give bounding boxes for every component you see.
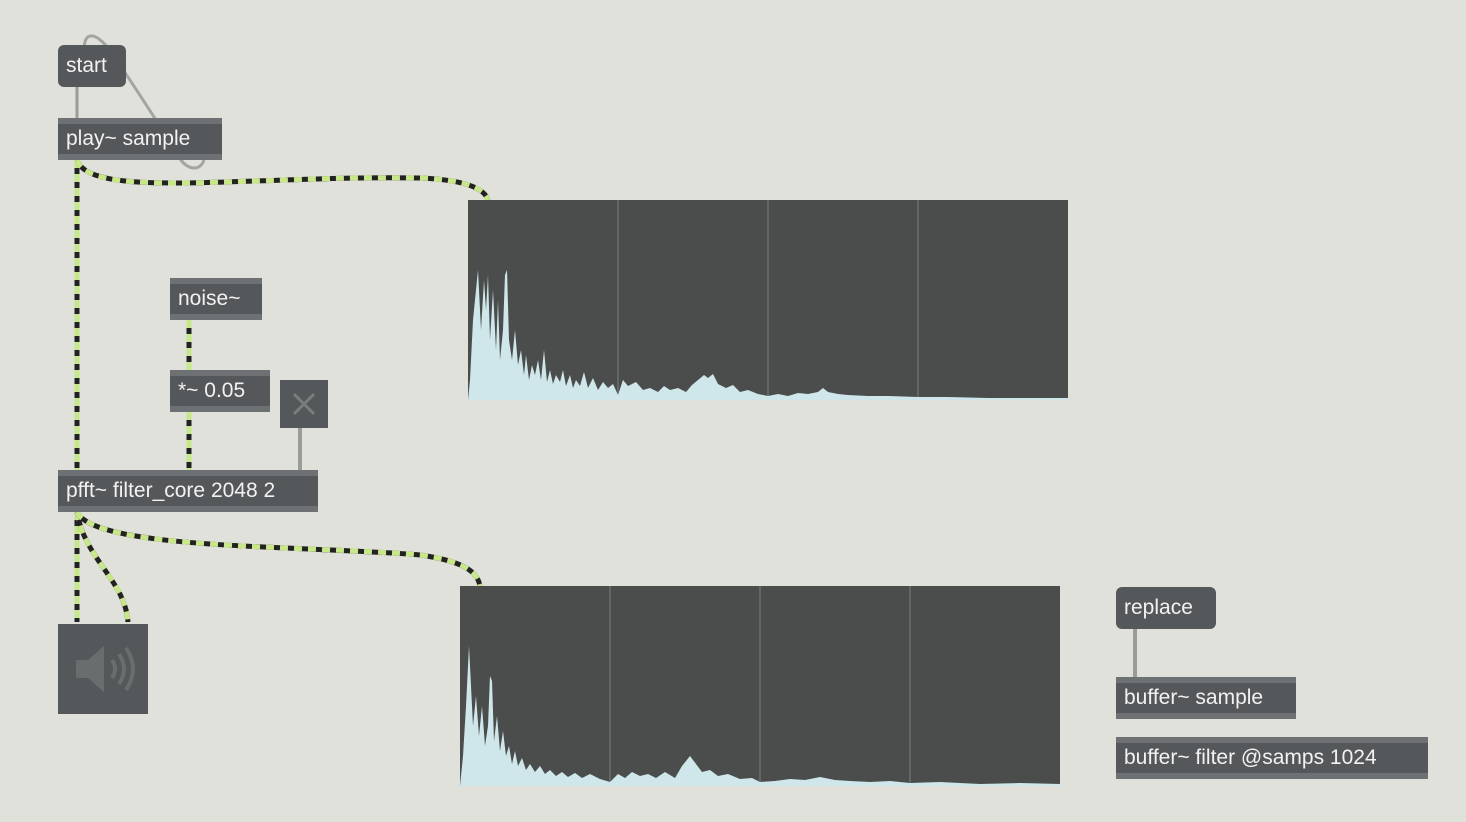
speaker-icon	[76, 646, 135, 692]
toggle[interactable]	[280, 380, 328, 428]
spectrum-graph	[468, 200, 1068, 400]
pfft-object[interactable]: pfft~ filter_core 2048 2	[58, 470, 318, 512]
play-object[interactable]: play~ sample	[58, 118, 222, 160]
noise-object[interactable]: noise~	[170, 278, 262, 320]
close-x-icon	[292, 392, 316, 416]
ezdac[interactable]	[58, 624, 148, 714]
buffer-sample-object[interactable]: buffer~ sample	[1116, 677, 1296, 719]
multiply-object[interactable]: *~ 0.05	[170, 370, 270, 412]
buffer-filter-object[interactable]: buffer~ filter @samps 1024	[1116, 737, 1428, 779]
spectrum-graph	[460, 586, 1060, 786]
replace-message[interactable]: replace	[1116, 587, 1216, 629]
spectroscope-output[interactable]	[460, 586, 1060, 786]
spectroscope-input[interactable]	[468, 200, 1068, 400]
start-message[interactable]: start	[58, 45, 126, 87]
